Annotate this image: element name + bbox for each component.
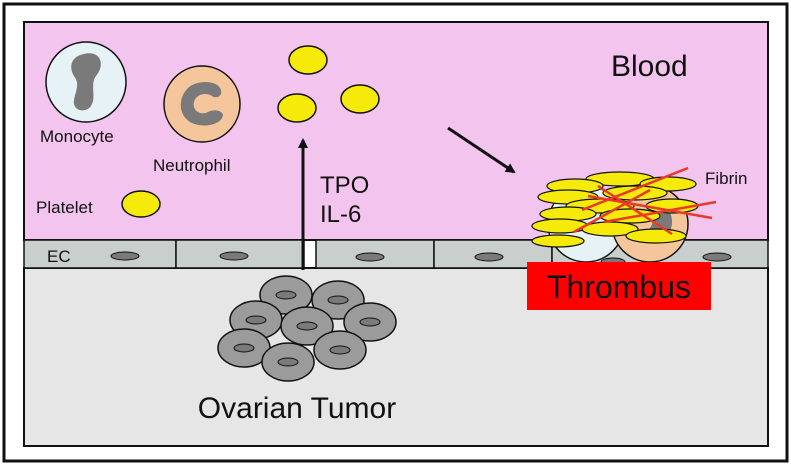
tumor-cell [261,342,315,382]
thrombus-box [527,262,711,310]
neutrophil-nucleus [180,82,223,126]
aggregated-platelet [625,228,687,244]
tpo-label: TPO [320,172,369,199]
monocyte-label: Monocyte [40,127,114,146]
platelet [277,93,317,123]
neutrophil-cell [163,65,241,143]
platelet [288,45,328,75]
ec-label: EC [47,247,71,266]
platelet [121,190,161,218]
neutrophil-label: Neutrophil [153,156,231,175]
tumor-cell [313,330,367,370]
ec-nucleus [219,251,249,261]
aggregated-platelet [531,234,585,248]
ec-nucleus [474,252,504,262]
platelet [340,84,380,114]
il6-label: IL-6 [320,201,361,228]
fibrin-label: Fibrin [705,169,748,188]
ovarian-tumor [217,275,397,382]
ec-nucleus [702,252,732,262]
monocyte-cell [45,41,127,123]
ec-nucleus [355,252,385,262]
platelet-label: Platelet [36,198,93,217]
tumor-cell [343,302,397,342]
tumor-cell [259,275,313,315]
monocyte-nucleus [71,53,101,111]
platelet-recruitment-arrow [447,126,516,174]
ec-nucleus [110,251,140,261]
blood-label: Blood [611,50,688,83]
aggregated-platelet [531,218,589,234]
thrombus-cluster [531,166,717,263]
ovarian-tumor-label: Ovarian Tumor [198,392,396,425]
tumor-cell [280,306,334,346]
fibrin-strands [573,166,717,236]
thrombus-label: Thrombus [547,269,691,305]
